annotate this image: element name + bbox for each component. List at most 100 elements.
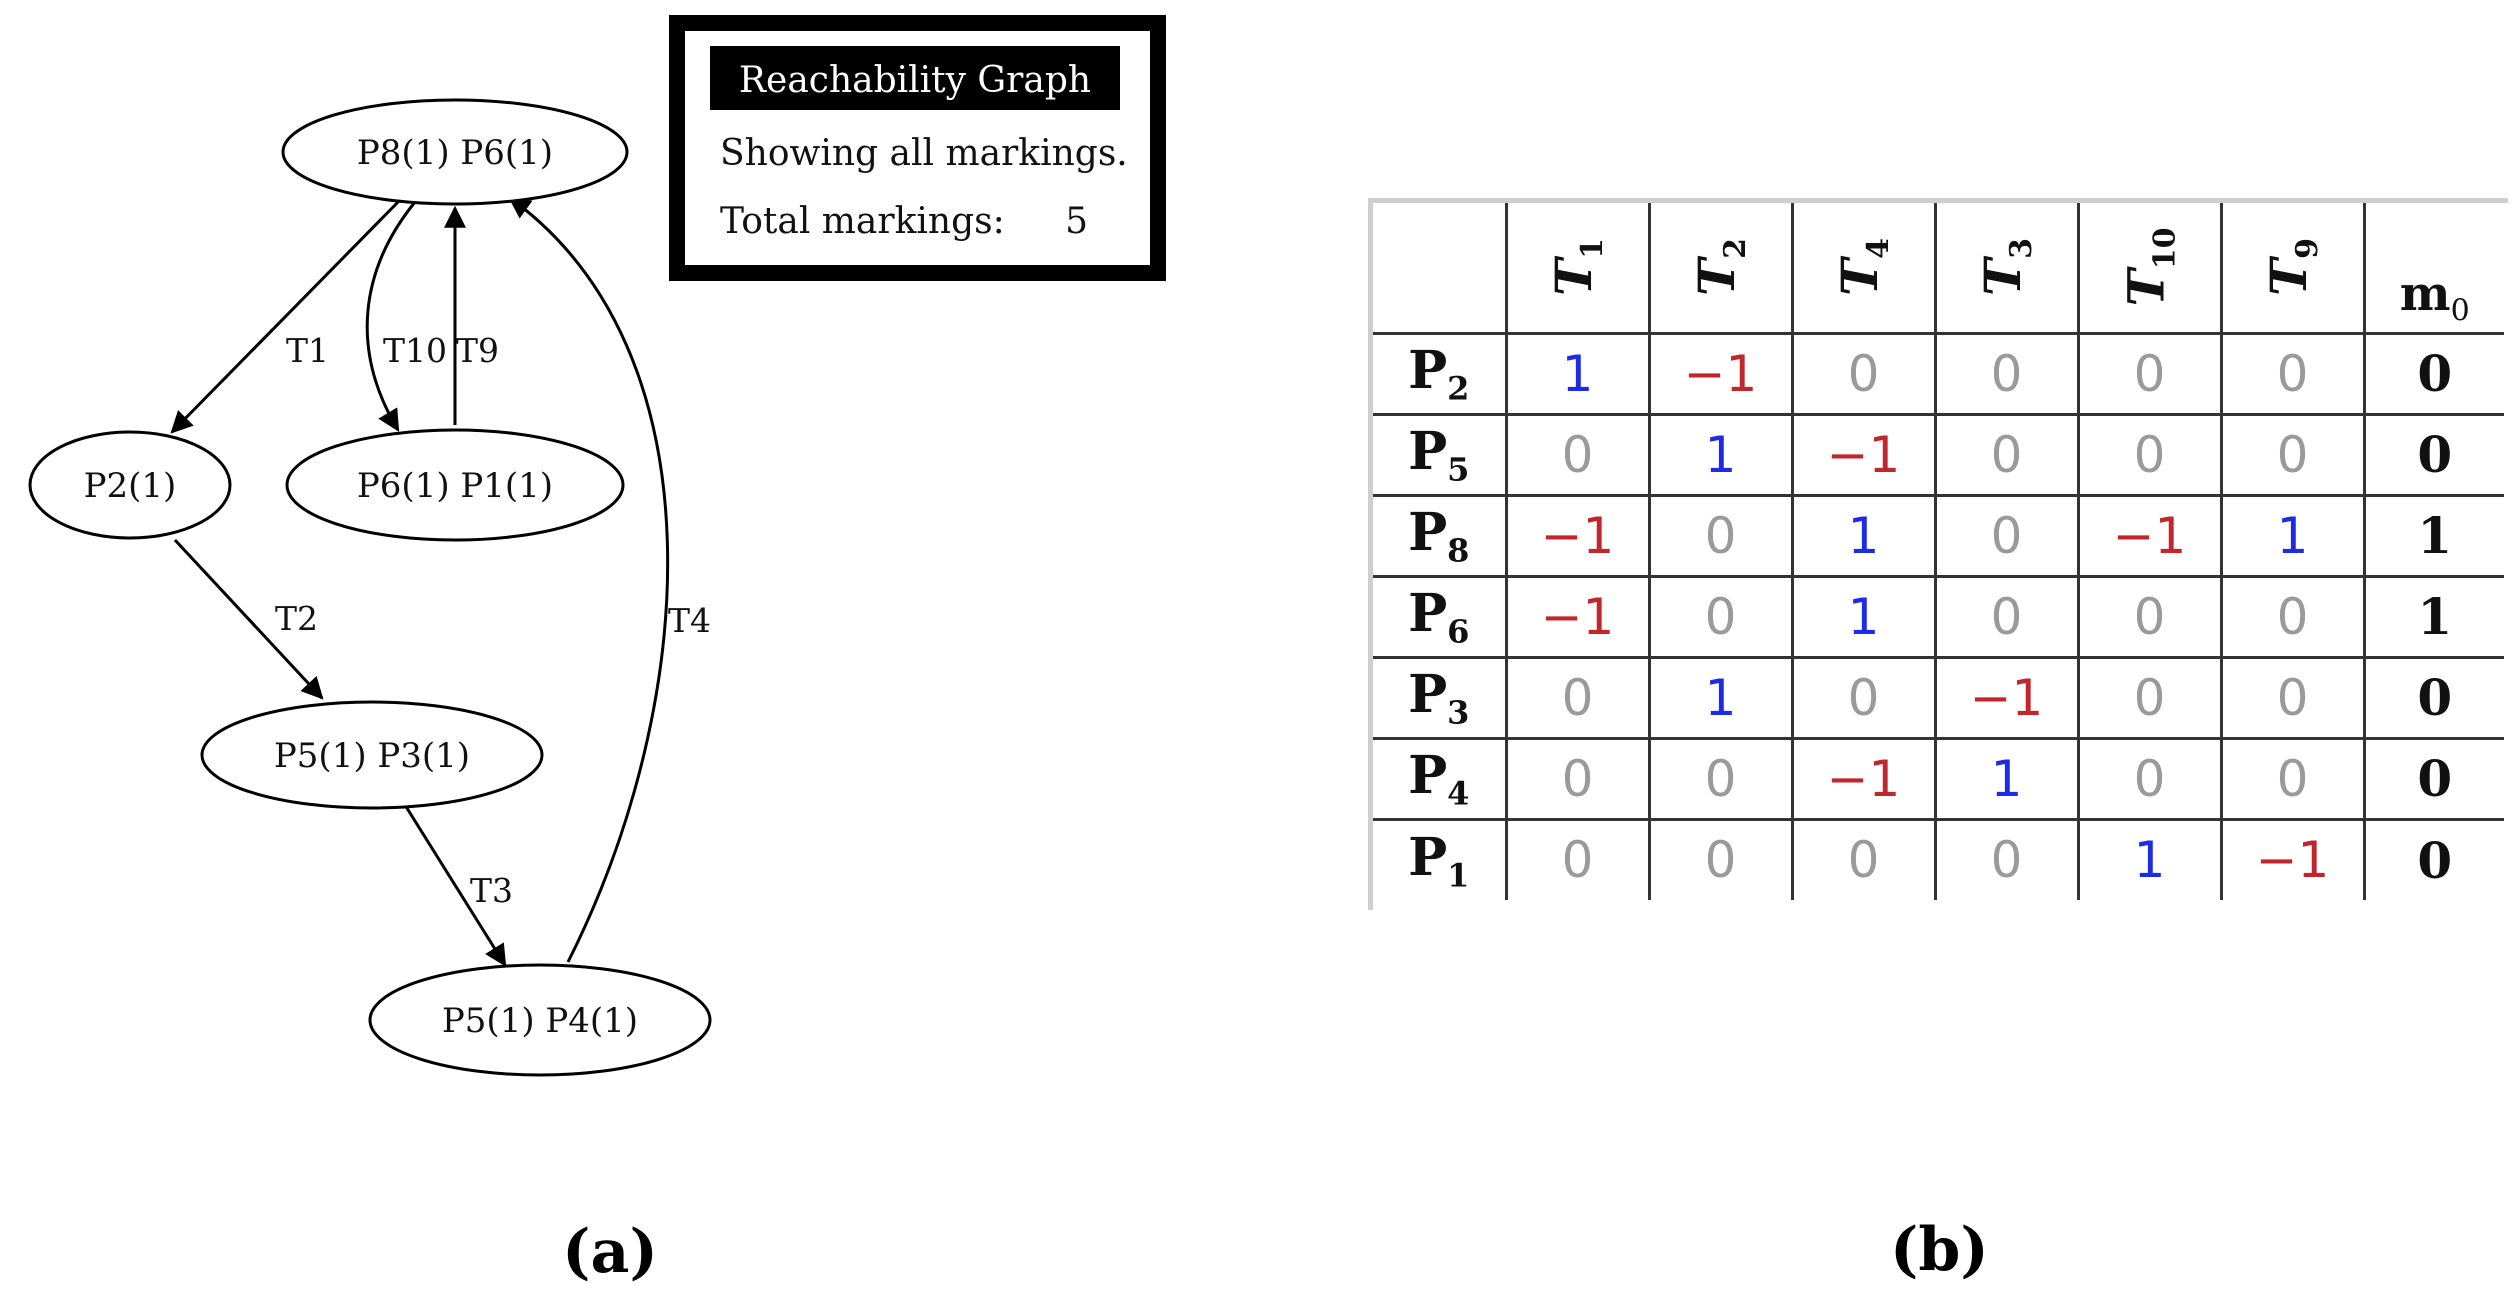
matrix-cell: 0: [2219, 655, 2364, 738]
matrix-cell: −1: [1504, 574, 1649, 657]
edge-t10: [365, 201, 417, 432]
node-p2: P2(1): [28, 430, 232, 540]
initial-marking-cell: 1: [2362, 493, 2504, 576]
svg-text:P8(1) P6(1): P8(1) P6(1): [357, 133, 553, 173]
matrix-cell: 0: [1504, 736, 1649, 819]
matrix-cell: 1: [1504, 331, 1649, 414]
place-label-p5: P5: [1373, 412, 1506, 495]
matrix-corner-cell: [1373, 203, 1506, 333]
transition-header-t3: T3: [1933, 203, 2078, 333]
transition-header-t4: T4: [1790, 203, 1935, 333]
matrix-cell: 1: [2076, 817, 2221, 900]
matrix-cell: 0: [2219, 736, 2364, 819]
matrix-cell: 0: [1933, 574, 2078, 657]
matrix-cell: 0: [1504, 655, 1649, 738]
matrix-cell: −1: [2076, 493, 2221, 576]
edge-label-t10: T10: [383, 331, 447, 370]
initial-marking-cell: 0: [2362, 817, 2504, 900]
place-label-p3: P3: [1373, 655, 1506, 738]
matrix-cell: 1: [1647, 655, 1792, 738]
panel-label-b: (b): [1890, 1215, 1989, 1285]
matrix-cell: 0: [1647, 574, 1792, 657]
matrix-cell: −1: [2219, 817, 2364, 900]
matrix-cell: 0: [1790, 331, 1935, 414]
matrix-cell: 0: [2076, 412, 2221, 495]
svg-text:P6(1) P1(1): P6(1) P1(1): [357, 466, 553, 506]
place-label-p1: P1: [1373, 817, 1506, 900]
matrix-cell: −1: [1647, 331, 1792, 414]
matrix-cell: 0: [2219, 331, 2364, 414]
svg-text:P5(1) P4(1): P5(1) P4(1): [442, 1001, 638, 1041]
info-box-total-label: Total markings:: [720, 201, 1005, 242]
matrix-cell: 1: [2219, 493, 2364, 576]
node-p6-p1: P6(1) P1(1): [285, 428, 625, 542]
info-box-title: Reachability Graph: [739, 60, 1091, 101]
matrix-cell: −1: [1790, 736, 1935, 819]
edge-t4: [508, 196, 670, 963]
matrix-cell: 0: [1933, 331, 2078, 414]
matrix-cell: −1: [1790, 412, 1935, 495]
svg-text:P5(1) P3(1): P5(1) P3(1): [274, 736, 470, 776]
transition-header-t2: T2: [1647, 203, 1792, 333]
matrix-cell: 0: [1647, 817, 1792, 900]
edge-t3: [403, 804, 507, 967]
svg-text:P2(1): P2(1): [84, 466, 177, 506]
node-p8-p6: P8(1) P6(1): [281, 98, 629, 206]
matrix-cell: 0: [1790, 655, 1935, 738]
matrix-cell: 0: [2076, 574, 2221, 657]
node-p5-p3: P5(1) P3(1): [200, 700, 544, 810]
matrix-cell: 0: [2076, 331, 2221, 414]
matrix-cell: 0: [1933, 817, 2078, 900]
matrix-cell: 0: [2076, 655, 2221, 738]
transition-header-t1: T1: [1504, 203, 1649, 333]
edge-label-t3: T3: [470, 871, 513, 910]
edge-label-t1: T1: [286, 331, 329, 370]
matrix-cell: −1: [1933, 655, 2078, 738]
matrix-cell: 0: [1504, 817, 1649, 900]
initial-marking-cell: 1: [2362, 574, 2504, 657]
transition-header-t10: T10: [2076, 203, 2221, 333]
panel-label-a: (a): [562, 1217, 658, 1287]
matrix-cell: 0: [1933, 493, 2078, 576]
matrix-cell: 0: [1647, 736, 1792, 819]
node-p5-p4: P5(1) P4(1): [368, 963, 712, 1077]
initial-marking-cell: 0: [2362, 655, 2504, 738]
matrix-cell: 0: [1790, 817, 1935, 900]
place-label-p4: P4: [1373, 736, 1506, 819]
info-box-showing: Showing all markings.: [720, 133, 1128, 174]
matrix-cell: −1: [1504, 493, 1649, 576]
marking-header-m0: m0: [2362, 203, 2504, 333]
edge-t1: [170, 198, 402, 434]
place-label-p2: P2: [1373, 331, 1506, 414]
place-label-p8: P8: [1373, 493, 1506, 576]
matrix-cell: 1: [1933, 736, 2078, 819]
matrix-cell: 0: [2219, 412, 2364, 495]
matrix-cell: 1: [1647, 412, 1792, 495]
edge-label-t9: T9: [456, 331, 499, 370]
edge-label-t2: T2: [275, 599, 318, 638]
matrix-cell: 0: [1933, 412, 2078, 495]
matrix-cell: 0: [2076, 736, 2221, 819]
place-label-p6: P6: [1373, 574, 1506, 657]
edge-label-t4: T4: [668, 601, 711, 640]
matrix-cell: 0: [2219, 574, 2364, 657]
initial-marking-cell: 0: [2362, 412, 2504, 495]
info-box-total-value: 5: [1065, 201, 1088, 242]
matrix-cell: 0: [1504, 412, 1649, 495]
reachability-graph: T1 T10 T9 T2 T3 T4 P8(1) P6(1) P2(1) P6(…: [28, 15, 1166, 1287]
matrix-cell: 1: [1790, 574, 1935, 657]
info-box: Reachability Graph Showing all markings.…: [669, 15, 1166, 281]
edge-t2: [173, 538, 324, 700]
initial-marking-cell: 0: [2362, 736, 2504, 819]
matrix-cell: 1: [1790, 493, 1935, 576]
